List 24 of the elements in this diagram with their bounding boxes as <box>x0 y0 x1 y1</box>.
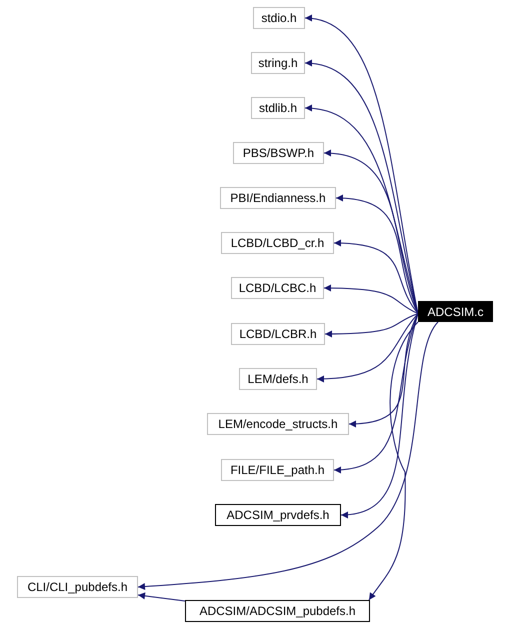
file-box: stdlib.h <box>251 97 305 119</box>
arrow <box>368 322 418 600</box>
arrow <box>324 284 418 314</box>
file-box: LCBD/LCBD_cr.h <box>221 232 334 254</box>
file-box: PBI/Endianness.h <box>220 187 336 209</box>
arrow <box>316 313 418 382</box>
arrow <box>334 240 418 314</box>
file-box: ADCSIM_prvdefs.h <box>215 504 341 526</box>
file-box: ADCSIM/ADCSIM_pubdefs.h <box>185 600 370 622</box>
file-box: PBS/BSWP.h <box>233 142 324 164</box>
file-box: LEM/defs.h <box>239 368 317 390</box>
arrow <box>138 322 438 590</box>
arrow <box>138 592 186 602</box>
file-box: ADCSIM.c <box>418 301 493 322</box>
file-box: CLI/CLI_pubdefs.h <box>17 576 138 598</box>
arrow <box>324 313 418 338</box>
file-box: string.h <box>251 52 305 74</box>
file-box: LCBD/LCBR.h <box>231 323 325 345</box>
arrow <box>348 313 418 428</box>
file-box: stdio.h <box>253 7 305 29</box>
arrow <box>336 194 418 314</box>
file-box: FILE/FILE_path.h <box>221 459 334 481</box>
file-box: LCBD/LCBC.h <box>231 277 324 299</box>
file-box: LEM/encode_structs.h <box>207 413 349 435</box>
